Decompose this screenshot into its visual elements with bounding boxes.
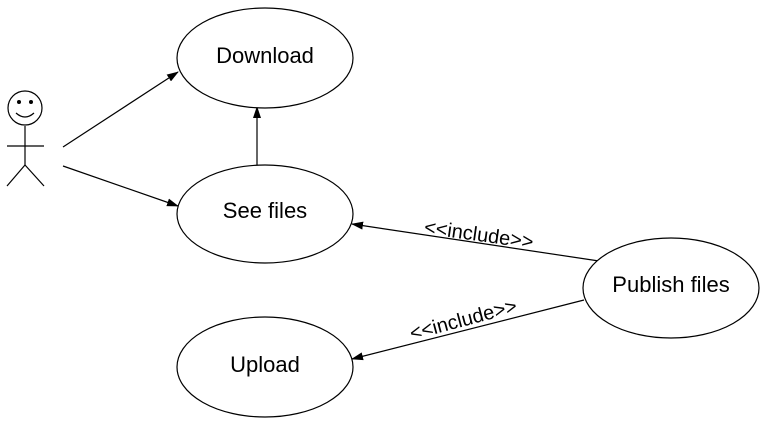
upload-include-label: <<include>> (407, 295, 519, 345)
publish-files-label: Publish files (612, 272, 729, 297)
use-case-download: Download (176, 7, 354, 109)
actor (6, 90, 45, 187)
see-files-label: See files (223, 198, 307, 223)
actor-download-association (62, 71, 179, 148)
publish-upload-include (351, 299, 585, 361)
use-case-see-files: See files (176, 164, 354, 264)
publish-see-files-include (351, 221, 600, 262)
use-case-upload: Upload (176, 316, 354, 418)
upload-label: Upload (230, 352, 300, 377)
use-case-publish-files: Publish files (582, 237, 760, 339)
see-files-include-label: <<include>> (423, 217, 535, 254)
download-label: Download (216, 43, 314, 68)
stick-figure-actor-icon (6, 90, 45, 187)
actor-see-files-association (62, 165, 179, 207)
